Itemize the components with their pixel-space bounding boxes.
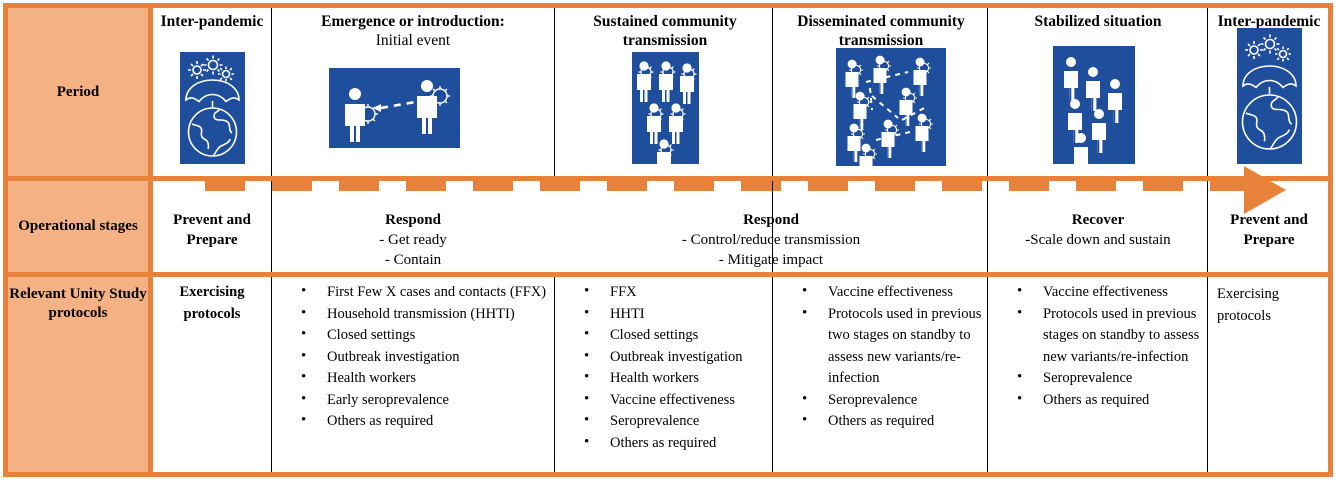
- list-item: Others as required: [802, 410, 983, 433]
- six-healthy-people-icon: [1053, 46, 1135, 164]
- list-item: FFX: [584, 281, 768, 304]
- operational-stage-recover: Recover -Scale down and sustain: [990, 210, 1206, 250]
- list-item: Seroprevalence: [1017, 367, 1203, 390]
- list-item: Closed settings: [301, 324, 550, 347]
- stage-line-1: -Scale down and sustain: [1025, 232, 1171, 248]
- list-item: Outbreak investigation: [301, 346, 550, 369]
- header-main-text: Disseminated community transmission: [797, 13, 965, 49]
- list-item: HHTI: [584, 303, 768, 326]
- network-of-infected-people-icon: [836, 48, 946, 166]
- protocols-divider-4: [987, 277, 989, 472]
- stage-title: Respond: [385, 212, 441, 228]
- list-item: Others as required: [584, 432, 768, 455]
- protocols-list: FFX HHTI Closed settings Outbreak invest…: [558, 281, 772, 455]
- list-item: Vaccine effectiveness: [802, 281, 983, 304]
- list-item: Protocols used in previous two stages on…: [802, 303, 983, 390]
- list-item: Vaccine effectiveness: [584, 389, 768, 412]
- list-item: Health workers: [301, 367, 550, 390]
- stage-line-2: - Contain: [384, 252, 442, 268]
- operational-stage-prevent-prepare-start: Prevent and Prepare: [153, 210, 271, 250]
- period-header-inter-pandemic-end: Inter-pandemic: [1210, 8, 1328, 31]
- period-divider-1: [271, 8, 273, 176]
- period-divider-5: [1207, 8, 1209, 176]
- list-item: Seroprevalence: [584, 410, 768, 433]
- list-item: First Few X cases and contacts (FFX): [301, 281, 550, 304]
- operational-stage-respond-early: Respond - Get ready - Contain: [272, 210, 554, 270]
- list-item: Others as required: [301, 410, 550, 433]
- protocols-divider-5: [1207, 277, 1209, 472]
- operational-stage-respond-mid: Respond - Control/reduce transmission - …: [556, 210, 986, 270]
- list-item: Others as required: [1017, 389, 1203, 412]
- header-main-text: Sustained community transmission: [593, 13, 737, 49]
- period-header-inter-pandemic-start: Inter-pandemic: [153, 8, 271, 31]
- list-item: Early seroprevalence: [301, 389, 550, 412]
- list-item: Health workers: [584, 367, 768, 390]
- protocols-divider-3: [772, 277, 774, 472]
- protocols-text: Exercising protocols: [1217, 286, 1280, 324]
- six-infected-people-icon: [632, 52, 699, 164]
- stage-line-1: - Control/reduce transmission: [681, 232, 861, 248]
- header-sub-text: Initial event: [375, 32, 451, 49]
- period-header-emergence: Emergence or introduction: Initial event: [272, 8, 554, 50]
- header-main-text: Stabilized situation: [1034, 13, 1162, 30]
- two-people-virus-transmission-arrow-icon: [329, 68, 460, 148]
- row-label-operational-stages: Operational stages: [8, 181, 148, 272]
- row-label-protocols: Relevant Unity Study protocols: [8, 277, 148, 472]
- header-main-text: Inter-pandemic: [160, 13, 264, 30]
- stage-title: Recover: [1071, 212, 1125, 228]
- operational-divider-3: [987, 181, 989, 272]
- operational-stage-prevent-prepare-end: Prevent and Prepare: [1210, 210, 1328, 250]
- protocols-divider-2: [554, 277, 556, 472]
- list-item: Vaccine effectiveness: [1017, 281, 1203, 304]
- protocols-col-sustained: FFX HHTI Closed settings Outbreak invest…: [558, 281, 772, 455]
- list-item: Household transmission (HHTI): [301, 303, 550, 326]
- stage-line-1: - Get ready: [379, 232, 447, 248]
- period-header-disseminated: Disseminated community transmission: [776, 8, 986, 50]
- stage-title: Respond: [743, 212, 799, 228]
- operational-divider-1: [271, 181, 273, 272]
- protocols-col-emergence: First Few X cases and contacts (FFX) Hou…: [275, 281, 554, 433]
- period-divider-4: [987, 8, 989, 176]
- period-divider-2: [554, 8, 556, 176]
- row-label-column-divider: [148, 8, 153, 472]
- list-item: Outbreak investigation: [584, 346, 768, 369]
- list-item: Protocols used in previous stages on sta…: [1017, 303, 1203, 369]
- protocols-col-inter-pandemic-start: Exercising protocols: [153, 282, 271, 325]
- row-divider-operational-protocols: [3, 272, 1333, 277]
- protocols-text: Exercising protocols: [179, 284, 245, 322]
- stage-title: Prevent and Prepare: [1230, 212, 1308, 248]
- list-item: Seroprevalence: [802, 389, 983, 412]
- umbrella-over-globe-with-virus-icon: [1237, 28, 1302, 164]
- row-label-period: Period: [8, 8, 148, 176]
- period-divider-3: [772, 8, 774, 176]
- row-divider-period-operational: [3, 176, 1333, 181]
- header-main-text: Inter-pandemic: [1217, 13, 1321, 30]
- stage-line-2: - Mitigate impact: [718, 252, 824, 268]
- protocols-col-stabilized: Vaccine effectiveness Protocols used in …: [991, 281, 1207, 412]
- protocols-list: Vaccine effectiveness Protocols used in …: [991, 281, 1207, 412]
- umbrella-over-globe-with-virus-icon: [180, 52, 245, 164]
- table-outer-frame: [3, 3, 1333, 477]
- period-header-sustained: Sustained community transmission: [560, 8, 770, 50]
- protocols-col-inter-pandemic-end: Exercising protocols: [1211, 282, 1327, 329]
- protocols-divider-1: [271, 277, 273, 472]
- header-main-text: Emergence or introduction:: [321, 13, 505, 30]
- period-header-stabilized: Stabilized situation: [990, 8, 1206, 31]
- progression-dashed-arrow-line: [205, 180, 1245, 191]
- protocols-list: Vaccine effectiveness Protocols used in …: [776, 281, 987, 433]
- stage-title: Prevent and Prepare: [173, 212, 251, 248]
- protocols-col-disseminated: Vaccine effectiveness Protocols used in …: [776, 281, 987, 433]
- protocols-list: First Few X cases and contacts (FFX) Hou…: [275, 281, 554, 433]
- progression-arrow-head-icon: [1244, 166, 1286, 214]
- operational-divider-2: [772, 181, 774, 272]
- list-item: Closed settings: [584, 324, 768, 347]
- operational-divider-4: [1207, 181, 1209, 272]
